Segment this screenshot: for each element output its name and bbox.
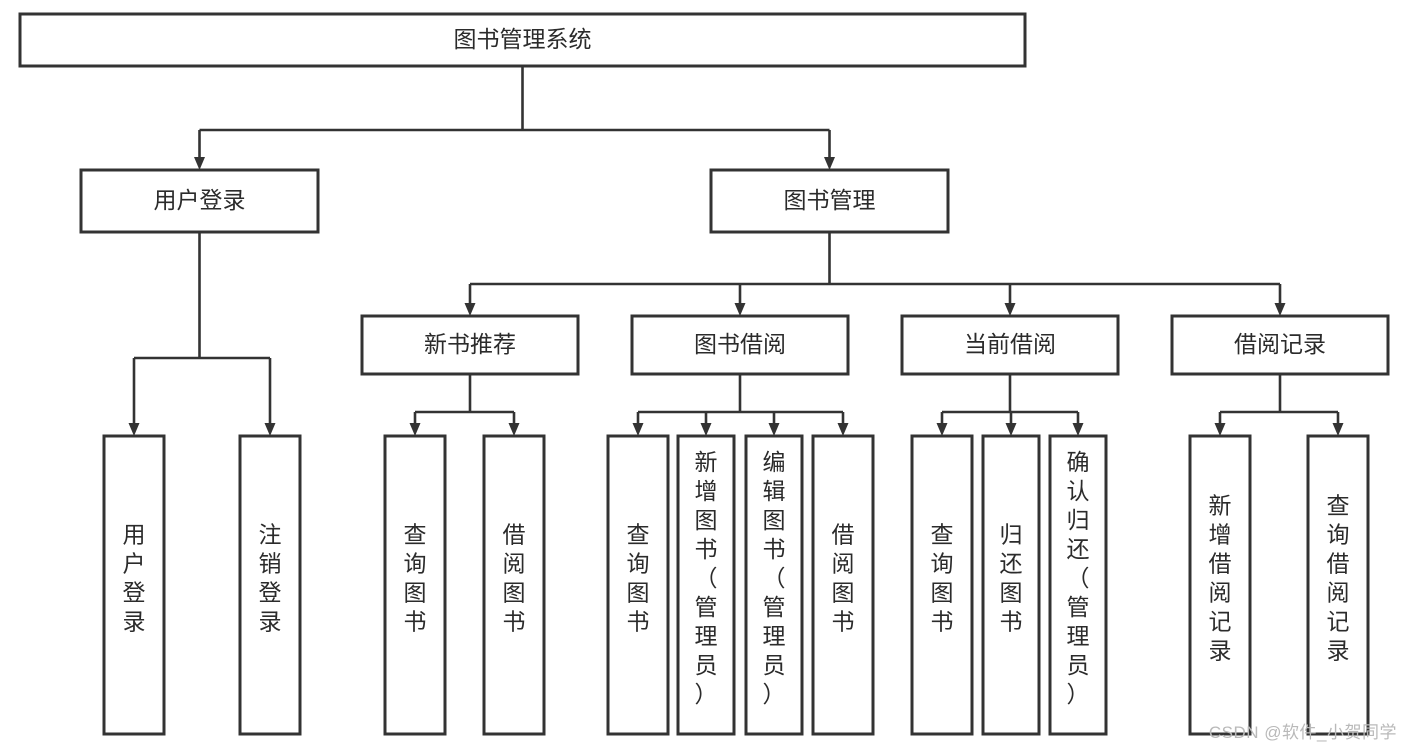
node-leaf-query-book-2[interactable]: 查询图书 xyxy=(606,434,670,736)
node-box xyxy=(102,434,166,736)
node-leaf-edit-book[interactable]: 编辑图书（管理员） xyxy=(744,434,804,736)
node-label: 用户登录 xyxy=(123,522,146,635)
arrow-head-icon xyxy=(264,423,276,436)
edge-group-bookmgmt xyxy=(464,232,1286,316)
arrow-head-icon xyxy=(1072,423,1084,436)
node-label: 查询图书 xyxy=(627,522,650,635)
node-leaf-borrow-book-2[interactable]: 借阅图书 xyxy=(811,434,875,736)
arrow-head-icon xyxy=(824,157,835,170)
node-box xyxy=(238,434,302,736)
edge-group-borrow xyxy=(632,374,849,436)
edge-group-current xyxy=(936,374,1084,436)
node-leaf-user-logout[interactable]: 注销登录 xyxy=(238,434,302,736)
node-label: 查询图书 xyxy=(404,522,427,635)
node-label: 借阅图书 xyxy=(503,522,526,635)
node-borrow[interactable]: 图书借阅 xyxy=(630,314,850,376)
node-box xyxy=(910,434,974,736)
arrow-head-icon xyxy=(508,423,520,436)
node-box xyxy=(1170,314,1390,376)
arrow-head-icon xyxy=(1005,423,1017,436)
node-box xyxy=(482,434,546,736)
node-label: 新增图书（管理员） xyxy=(695,449,718,707)
node-box xyxy=(709,168,950,234)
node-records[interactable]: 借阅记录 xyxy=(1170,314,1390,376)
node-leaf-borrow-book-1[interactable]: 借阅图书 xyxy=(482,434,546,736)
edge-group-newbook xyxy=(409,374,520,436)
arrow-head-icon xyxy=(1214,423,1226,436)
node-leaf-query-record[interactable]: 查询借阅记录 xyxy=(1306,434,1370,736)
node-label: 用户登录 xyxy=(154,187,246,213)
node-label: 借阅图书 xyxy=(832,522,855,635)
node-box xyxy=(744,434,804,736)
node-leaf-add-book[interactable]: 新增图书（管理员） xyxy=(676,434,736,736)
node-box xyxy=(383,434,447,736)
node-root[interactable]: 图书管理系统 xyxy=(18,12,1027,68)
node-leaf-add-record[interactable]: 新增借阅记录 xyxy=(1188,434,1252,736)
node-label: 图书借阅 xyxy=(694,331,786,357)
node-leaf-user-login[interactable]: 用户登录 xyxy=(102,434,166,736)
node-login[interactable]: 用户登录 xyxy=(79,168,320,234)
node-bookmgmt[interactable]: 图书管理 xyxy=(709,168,950,234)
node-current[interactable]: 当前借阅 xyxy=(900,314,1120,376)
node-leaf-confirm-return[interactable]: 确认归还（管理员） xyxy=(1048,434,1108,736)
node-box xyxy=(981,434,1041,736)
edge-group-root xyxy=(194,66,835,170)
arrow-head-icon xyxy=(837,423,849,436)
node-box xyxy=(1048,434,1108,736)
arrow-head-icon xyxy=(734,303,746,316)
node-box xyxy=(676,434,736,736)
arrow-head-icon xyxy=(1274,303,1286,316)
node-box xyxy=(606,434,670,736)
arrow-head-icon xyxy=(464,303,476,316)
node-box xyxy=(1188,434,1252,736)
arrow-head-icon xyxy=(1332,423,1344,436)
node-label: 新增借阅记录 xyxy=(1209,493,1232,664)
node-box xyxy=(360,314,580,376)
arrow-head-icon xyxy=(1004,303,1016,316)
edge-group-records xyxy=(1214,374,1344,436)
node-box xyxy=(630,314,850,376)
nodes-layer: 图书管理系统用户登录图书管理新书推荐图书借阅当前借阅借阅记录用户登录注销登录查询… xyxy=(18,12,1390,736)
node-box xyxy=(1306,434,1370,736)
arrow-head-icon xyxy=(128,423,140,436)
node-box xyxy=(811,434,875,736)
node-box xyxy=(79,168,320,234)
node-label: 查询图书 xyxy=(931,522,954,635)
node-box xyxy=(900,314,1120,376)
node-leaf-query-book-3[interactable]: 查询图书 xyxy=(910,434,974,736)
arrow-head-icon xyxy=(768,423,780,436)
node-label: 当前借阅 xyxy=(964,331,1056,357)
node-leaf-return-book[interactable]: 归还图书 xyxy=(981,434,1041,736)
node-label: 注销登录 xyxy=(259,522,282,635)
arrow-head-icon xyxy=(409,423,421,436)
node-label: 新书推荐 xyxy=(424,331,516,357)
arrow-head-icon xyxy=(194,157,205,170)
node-newbook[interactable]: 新书推荐 xyxy=(360,314,580,376)
arrow-head-icon xyxy=(632,423,644,436)
arrow-head-icon xyxy=(700,423,712,436)
node-label: 图书管理 xyxy=(784,187,876,213)
edges-layer xyxy=(128,66,1344,436)
node-label: 编辑图书（管理员） xyxy=(763,449,786,707)
node-label: 图书管理系统 xyxy=(454,26,592,52)
node-label: 查询借阅记录 xyxy=(1327,493,1350,664)
node-box xyxy=(18,12,1027,68)
node-leaf-query-book-1[interactable]: 查询图书 xyxy=(383,434,447,736)
node-label: 归还图书 xyxy=(1000,522,1023,635)
edge-group-login xyxy=(128,232,276,436)
arrow-head-icon xyxy=(936,423,948,436)
node-label: 借阅记录 xyxy=(1234,331,1326,357)
node-label: 确认归还（管理员） xyxy=(1067,449,1090,707)
